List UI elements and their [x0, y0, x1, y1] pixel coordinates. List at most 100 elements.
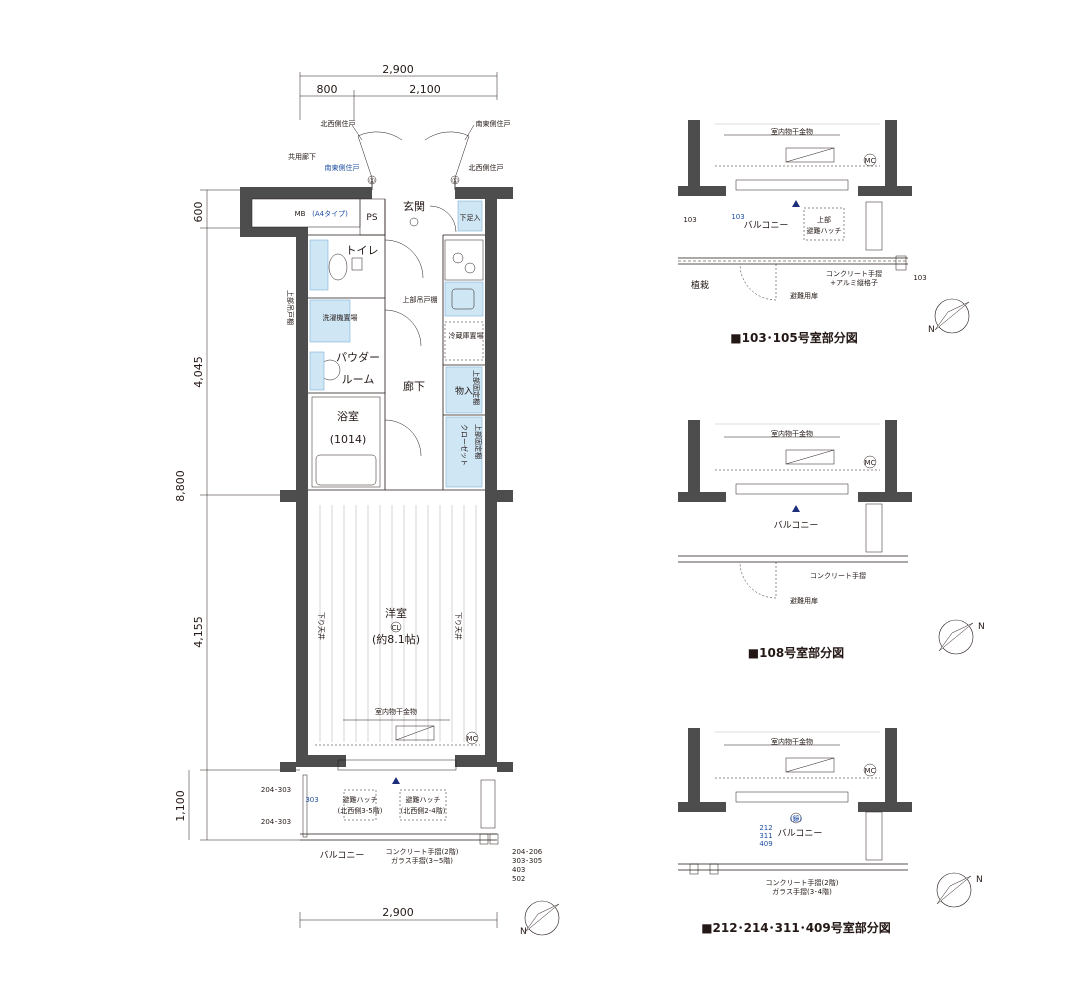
compass-main: N — [520, 900, 560, 937]
label-hoshi-108: 室内物干金物 — [771, 429, 813, 438]
label-409: 409 — [759, 840, 772, 848]
label-closet: クローゼット — [460, 424, 469, 466]
label-balcony-108: バルコニー — [774, 520, 819, 531]
label-mc-212: MC — [865, 767, 876, 775]
label-mb: MB — [295, 210, 306, 218]
label-powder: パウダー — [336, 350, 380, 364]
label-hoshi-main: 室内物干金物 — [375, 707, 417, 716]
label-rail1: コンクリート手摺(2階) — [386, 847, 459, 856]
label-bath-size: (1014) — [330, 433, 367, 446]
svg-text:①: ① — [369, 177, 375, 185]
label-103-right: 103 — [913, 274, 926, 282]
label-mc-main: MC — [467, 735, 478, 743]
dim-top-total: 2,900 — [382, 63, 414, 76]
label-nantou-top: 南東側住戸 — [476, 119, 511, 128]
label-sagari-right: 下り天井 — [454, 612, 463, 640]
label-hoshi-103: 室内物干金物 — [771, 127, 813, 136]
dim-4045: 4,045 — [192, 356, 205, 388]
detail-212-409: 室内物干金物 MC (鏡) 212 311 409 バルコニー コンクリート手摺… — [678, 728, 912, 935]
main-walls — [240, 187, 513, 772]
shoebox — [457, 200, 483, 232]
label-303: 303 — [305, 796, 318, 804]
caption-108: ■108号室部分図 — [748, 645, 844, 660]
label-door-108: 避難用扉 — [790, 596, 818, 605]
caption-103-105: ■103･105号室部分図 — [730, 330, 857, 345]
bottom-dimension: 2,900 — [299, 906, 498, 928]
compass-n-label-103: N — [928, 325, 935, 335]
label-mb-type: (A4タイプ) — [312, 209, 348, 218]
label-door-103: 避難用扉 — [790, 291, 818, 300]
label-balcony-103: バルコニー — [744, 220, 789, 231]
compass-n-label-212: N — [976, 875, 983, 885]
label-units-4: 502 — [512, 875, 525, 883]
main-fixtures: MB (A4タイプ) PS 玄関 下足入 トイレ 上部吊戸棚 洗濯機置場 上部吊… — [251, 198, 484, 784]
compass-108: N — [938, 619, 985, 655]
label-western: 洋室 — [385, 606, 407, 620]
compass-n-label-main: N — [520, 927, 527, 937]
main-balcony: 避難ハッチ (北西側3-5階) 避難ハッチ (北西側2-4階) 204･303 … — [261, 774, 543, 883]
dim-1100: 1,100 — [174, 790, 187, 822]
label-212: 212 — [759, 824, 772, 832]
label-rail-108: コンクリート手摺 — [810, 571, 866, 580]
label-planting: 植栽 — [691, 279, 709, 291]
compass-n-label-108: N — [978, 622, 985, 632]
label-upper-shelf-2: 上部固定棚 — [474, 424, 483, 459]
label-upper-kabedan: 上部吊戸棚 — [286, 290, 295, 325]
label-units-2: 303･305 — [512, 857, 542, 865]
label-shoebox: 下足入 — [460, 214, 481, 222]
dim-8800: 8,800 — [174, 470, 187, 502]
label-storage: 物入 — [455, 385, 473, 397]
label-kyoyo-rouka: 共用廊下 — [288, 152, 316, 161]
label-hokusei-top: 北西側住戸 — [321, 119, 356, 128]
label-hall: 廊下 — [403, 379, 425, 393]
label-balcony-main: バルコニー — [320, 850, 365, 861]
label-hatch1: 避難ハッチ — [343, 795, 378, 804]
svg-text:①: ① — [452, 177, 458, 185]
label-rail-sub-212: ガラス手摺(3･4階) — [772, 887, 832, 896]
label-units-1: 204･206 — [512, 848, 543, 856]
label-genkan: 玄関 — [403, 199, 425, 213]
label-sagari-left: 下り天井 — [317, 612, 326, 640]
label-hokusei-lower: 北西側住戸 — [469, 163, 504, 172]
caption-212-409: ■212･214･311･409号室部分図 — [701, 920, 891, 935]
label-204-303-a: 204･303 — [261, 786, 291, 794]
label-laundry: 洗濯機置場 — [323, 313, 358, 322]
label-hatch2: 避難ハッチ — [406, 795, 441, 804]
dim-top-left: 800 — [317, 83, 338, 96]
detail-108: 室内物干金物 MC バルコニー コンクリート手摺 避難用扉 ■108号室部分図 — [678, 420, 912, 660]
label-nantou-lower: 南東側住戸 — [325, 163, 360, 172]
compass-103: N — [928, 298, 970, 335]
left-dimensions: 600 4,045 8,800 4,155 1,100 — [174, 189, 300, 841]
dim-top-right: 2,100 — [409, 83, 441, 96]
label-upper-cabinet: 上部吊戸棚 — [403, 295, 438, 304]
label-rail2: ガラス手摺(3~5階) — [391, 856, 453, 865]
label-cl: CL — [392, 624, 401, 632]
label-hatch2-sub: (北西側2-4階) — [401, 806, 446, 815]
label-ps: PS — [366, 213, 377, 223]
label-bath: 浴室 — [337, 409, 359, 423]
label-rail-103: コンクリート手摺 — [826, 269, 882, 278]
top-dimensions: 2,900 800 2,100 — [299, 63, 498, 120]
dim-bottom-total: 2,900 — [382, 906, 414, 919]
label-upper-103: 上部 — [817, 215, 831, 224]
label-rail-sub-103: +アルミ縦格子 — [830, 278, 878, 287]
label-hoshi-212: 室内物干金物 — [771, 737, 813, 746]
label-hatch1-sub: (北西側3-5階) — [338, 806, 383, 815]
label-upper-shelf-1: 上部固定棚 — [472, 370, 481, 405]
label-311: 311 — [759, 832, 772, 840]
label-rail-212: コンクリート手摺(2階) — [766, 878, 839, 887]
label-mc-103: MC — [865, 157, 876, 165]
label-room: ルーム — [342, 373, 375, 386]
entrance-doors: ① ① 北西側住戸 南東側住戸 共用廊下 南東側住戸 北西側住戸 — [288, 119, 511, 190]
compass-212: N — [936, 872, 983, 908]
dim-600: 600 — [192, 202, 205, 223]
label-mark-212: (鏡) — [790, 814, 803, 823]
western-floor — [319, 505, 477, 742]
label-balcony-212: バルコニー — [778, 828, 823, 839]
label-hatch-103: 避難ハッチ — [807, 226, 842, 235]
label-103-blue: 103 — [731, 213, 744, 221]
label-204-303-b: 204･303 — [261, 818, 291, 826]
label-103-left: 103 — [683, 216, 696, 224]
dim-4155: 4,155 — [192, 616, 205, 648]
